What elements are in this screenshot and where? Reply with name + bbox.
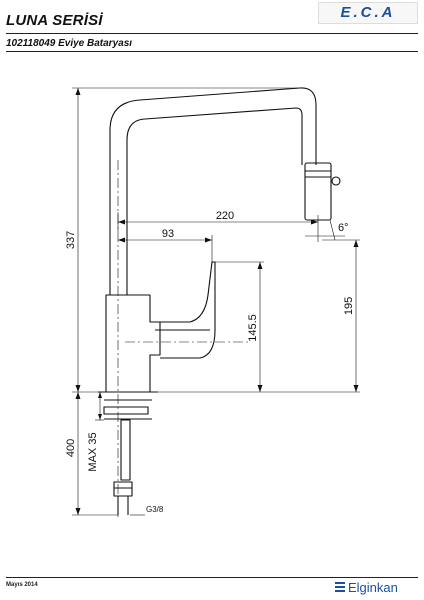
footer-divider	[6, 577, 418, 578]
elginkan-mark-icon	[335, 582, 345, 594]
faucet-body	[105, 294, 161, 393]
hose-end	[113, 481, 133, 497]
riser-tube-inner	[126, 107, 303, 295]
elginkan-logo-text: Elginkan	[348, 580, 398, 595]
product-code-title: 102118049 Eviye Bataryası	[6, 38, 133, 49]
header-divider	[6, 33, 418, 34]
publication-date: Mayıs 2014	[6, 582, 38, 588]
eca-logo-text: E.C.A	[340, 4, 396, 21]
dim-max-counter: MAX 35	[87, 432, 99, 471]
dim-spout-angle: 6°	[338, 222, 349, 234]
spray-button	[331, 176, 341, 186]
series-title: LUNA SERİSİ	[6, 12, 103, 29]
handle-lever	[155, 261, 216, 359]
base-nut	[103, 406, 149, 415]
dim-thread: G3/8	[146, 505, 164, 514]
mounting-rod	[120, 419, 131, 481]
dim-handle-height: 145.5	[247, 314, 259, 342]
dim-height-total: 337	[65, 231, 77, 249]
dim-hose-length: 400	[65, 439, 77, 457]
dim-spout-reach: 220	[216, 210, 234, 222]
eca-logo: E.C.A	[318, 2, 418, 24]
riser-tube	[109, 87, 317, 295]
dim-handle-offset: 93	[162, 228, 174, 240]
subheader-divider	[6, 51, 418, 52]
dim-spout-height: 195	[343, 297, 355, 315]
